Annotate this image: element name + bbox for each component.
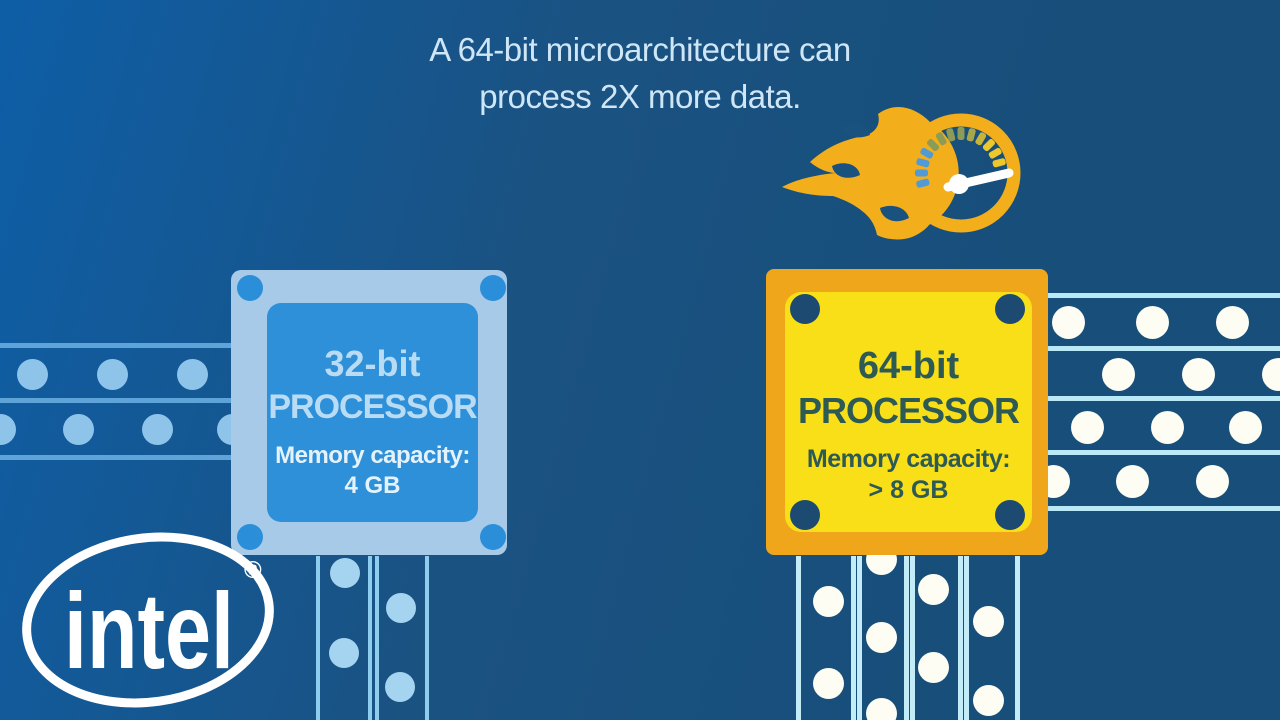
pins-left-dot — [330, 558, 360, 588]
data-bus-left-dot — [96, 358, 128, 390]
chip64-memory-value: > 8 GB — [868, 476, 949, 504]
flaming-speedometer-icon — [782, 107, 1021, 240]
intel-logo: intel ® — [22, 532, 274, 708]
speedometer-tick — [920, 147, 934, 159]
pins-left-dot — [385, 672, 415, 702]
pins-right-line — [850, 556, 856, 720]
data-bus-left-line — [0, 397, 233, 403]
data-bus-right-dot — [1195, 464, 1229, 498]
data-bus-left-dot — [176, 358, 208, 390]
speedometer-tick — [927, 139, 940, 152]
chip-corner-dot — [237, 524, 263, 550]
chip32-memory-label: Memory capacity: — [275, 442, 470, 469]
data-bus-left-line — [0, 454, 233, 460]
chip-corner-dot — [995, 294, 1025, 324]
pins-right-line — [856, 556, 862, 720]
pins-right-dot — [865, 621, 897, 653]
pins-right-line — [903, 556, 909, 720]
data-bus-right-line — [1048, 505, 1280, 511]
pins-right-line — [909, 556, 915, 720]
intel-logo-swoosh — [22, 532, 274, 708]
processor-32bit-die: 32-bit PROCESSOR Memory capacity: 4 GB — [267, 303, 478, 522]
chip64-memory-label: Memory capacity: — [806, 445, 1011, 473]
registered-mark: ® — [244, 557, 262, 584]
speedometer-tick — [957, 127, 965, 140]
data-bus-left-dot — [62, 413, 94, 445]
chip-corner-dot — [995, 500, 1025, 530]
pins-left-line — [425, 556, 429, 720]
headline: A 64-bit microarchitecture can process 2… — [0, 26, 1280, 120]
chip32-memory-value: 4 GB — [344, 472, 401, 499]
chip-corner-dot — [790, 294, 820, 324]
chip-corner-dot — [237, 275, 263, 301]
flame-detail-cutout — [880, 205, 909, 222]
pins-right-line — [963, 556, 969, 720]
chip-corner-dot — [480, 275, 506, 301]
pins-left-line — [316, 556, 320, 720]
speedometer-tick — [966, 128, 976, 142]
speedometer-ticks — [915, 127, 1006, 188]
speedometer-tick — [915, 169, 928, 177]
speedometer-tick — [946, 128, 956, 142]
chip64-bits-label: 64-bit — [857, 345, 960, 387]
data-bus-right-dot — [1150, 410, 1184, 444]
pins-right-dot — [812, 667, 844, 699]
pins-right-dot — [917, 651, 949, 683]
pins-right-dot — [865, 697, 897, 720]
speedometer-tick — [992, 158, 1006, 168]
pins-left-dot — [329, 638, 359, 668]
data-bus-right-dot — [1101, 357, 1135, 391]
data-bus-right-dot — [1181, 357, 1215, 391]
chip64-processor-label: PROCESSOR — [797, 390, 1020, 431]
speedometer-hub — [949, 174, 969, 194]
speedometer-tick — [916, 178, 930, 188]
pins-right-dot — [972, 605, 1004, 637]
speedometer-tick — [988, 147, 1002, 159]
pins-right-line — [957, 556, 963, 720]
data-bus-right-dot — [1135, 305, 1169, 339]
speedometer-tick — [935, 132, 947, 146]
speedometer-tick — [982, 139, 995, 152]
chip32-bits-label: 32-bit — [324, 343, 421, 384]
data-bus-right-dot — [1070, 410, 1104, 444]
chip-corner-dot — [480, 524, 506, 550]
processor-32bit-chip: 32-bit PROCESSOR Memory capacity: 4 GB — [231, 270, 507, 555]
data-bus-right-dot — [1215, 305, 1249, 339]
pins-right-dot — [812, 585, 844, 617]
pins-left-dot — [386, 593, 416, 623]
pins-right-dot — [972, 684, 1004, 716]
data-bus-left-dot — [141, 413, 173, 445]
data-bus-right-line — [1048, 449, 1280, 455]
speedometer-tick — [975, 132, 987, 146]
chip-corner-dot — [790, 500, 820, 530]
data-bus-right-line — [1048, 292, 1280, 298]
chip32-processor-label: PROCESSOR — [268, 388, 477, 426]
data-bus-right-dot — [1228, 410, 1262, 444]
flame-detail-cutout — [842, 123, 870, 138]
data-bus-left-dot — [0, 413, 16, 445]
data-bus-right-dot — [1115, 464, 1149, 498]
speedometer-tick — [916, 158, 930, 168]
data-bus-right-dot — [1261, 357, 1280, 391]
flame-detail-cutout — [832, 163, 860, 178]
data-bus-right-line — [1048, 345, 1280, 351]
speedometer-ring — [901, 113, 1021, 233]
pins-left-line — [375, 556, 379, 720]
processor-64bit-die: 64-bit PROCESSOR Memory capacity: > 8 GB — [785, 292, 1032, 532]
headline-line1: A 64-bit microarchitecture can — [429, 31, 851, 68]
data-bus-right-dot — [1051, 305, 1085, 339]
intel-logo-text: intel — [64, 570, 234, 691]
data-bus-right-line — [1048, 395, 1280, 401]
pins-right-line — [1014, 556, 1020, 720]
processor-64bit-chip: 64-bit PROCESSOR Memory capacity: > 8 GB — [766, 269, 1048, 555]
data-bus-left-line — [0, 342, 233, 348]
pins-left-line — [368, 556, 372, 720]
pins-right-line — [795, 556, 801, 720]
headline-line2: process 2X more data. — [479, 78, 801, 115]
data-bus-left-dot — [16, 358, 48, 390]
pins-right-dot — [917, 573, 949, 605]
